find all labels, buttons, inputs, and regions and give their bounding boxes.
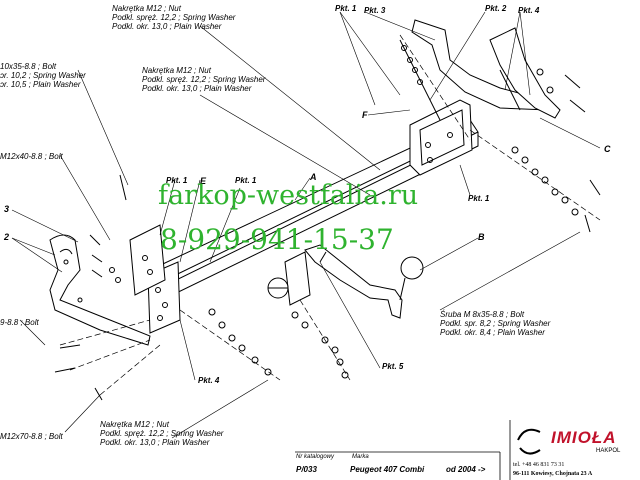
nut-label-top-1: Nakrętka M12 ; Nut Podkl. spręż. 12,2 ; … (112, 4, 236, 31)
right-bracket (409, 99, 473, 176)
catalog-number: P/033 (296, 465, 317, 474)
letter-b: B (478, 232, 485, 242)
catalog-label: Nr katalogowy (296, 454, 335, 460)
nut-label-top-2: Nakrętka M12 ; Nut Podkl. spręż. 12,2 ; … (142, 66, 266, 93)
point-5: Pkt. 5 (382, 362, 404, 371)
point-1-top: Pkt. 1 (335, 4, 357, 13)
right-arm (411, 19, 561, 119)
left-bracket (129, 224, 181, 334)
bolt-label-left-3: 9-8.8 ; Bolt (0, 318, 39, 327)
point-1-right: Pkt. 1 (468, 194, 490, 203)
point-4-bottom: Pkt. 4 (198, 376, 220, 385)
letter-2: 2 (4, 232, 10, 242)
center-lines (59, 34, 601, 396)
bolt-stack-left (89, 174, 127, 283)
bolt-label-left-2: M12x40-8.8 ; Bolt (0, 152, 63, 161)
company-logo-text: IMIOŁA (551, 428, 617, 447)
point-3-top: Pkt. 3 (364, 6, 386, 15)
bolt-stack-bottom (54, 308, 349, 401)
leader-lines (11, 11, 601, 439)
letter-c: C (604, 144, 611, 154)
company-subtitle: HAKPOL (596, 448, 621, 454)
title-block (295, 420, 511, 480)
letter-f: F (362, 110, 368, 120)
point-1-mid: Pkt. 1 (166, 176, 188, 185)
brand-label: Marka (352, 454, 369, 460)
vehicle-model: Peugeot 407 Combi (350, 465, 425, 474)
socket-plate (267, 251, 311, 306)
bolt-label-right: Śruba M 8x35-8.8 ; Bolt Podkl. spr. 8,2 … (440, 310, 551, 337)
bolt-stack-top-left (399, 39, 441, 121)
nut-label-bottom: Nakrętka M12 ; Nut Podkl. spręż. 12,2 ; … (100, 420, 224, 447)
watermark-phone: 8-929-941-15-37 (160, 223, 394, 256)
bolt-label-left-4: M12x70-8.8 ; Bolt (0, 432, 63, 441)
tow-ball (304, 244, 424, 319)
company-phone: tel. +48 46 831 73 31 (513, 462, 565, 468)
bolt-label-left-1: 10x35-8.8 ; Bolt ɔr. 10,2 ; Spring Washe… (0, 62, 86, 89)
watermark-url: farkop-westfalia.ru (158, 180, 419, 211)
left-arm (49, 234, 151, 346)
point-2-top: Pkt. 2 (485, 4, 507, 13)
bolt-stack-top-right (499, 68, 586, 113)
production-year: od 2004 -> (446, 465, 486, 474)
point-4-top: Pkt. 4 (518, 6, 540, 15)
point-1-mid-2: Pkt. 1 (235, 176, 257, 185)
letter-3: 3 (4, 204, 10, 214)
company-address: 96-111 Kowiesy, Chojnata 23 A (513, 471, 593, 477)
letter-e: E (200, 176, 207, 186)
letter-a: A (310, 172, 317, 182)
brand-logo (517, 428, 541, 455)
